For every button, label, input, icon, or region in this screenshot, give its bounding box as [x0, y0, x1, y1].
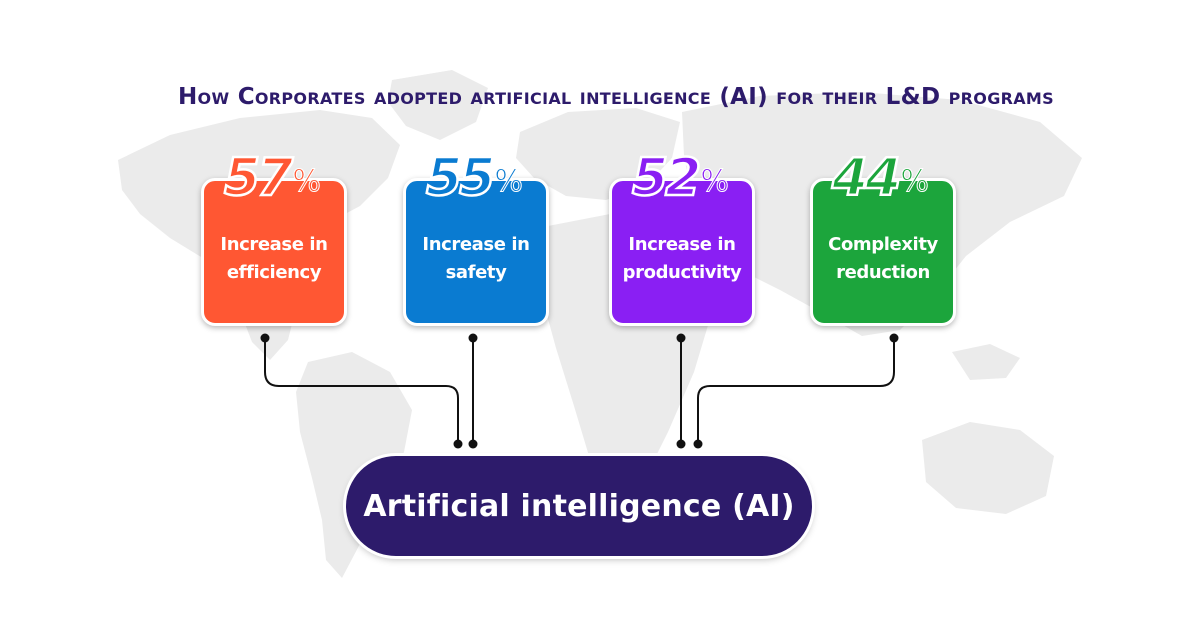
- connector-dot: [468, 333, 478, 343]
- card-label-efficiency: Increase in efficiency: [220, 234, 328, 283]
- map-south-america: [296, 352, 412, 578]
- connector-dot: [260, 333, 270, 343]
- card-label-productivity: Increase in productivity: [622, 234, 742, 283]
- connector-complexity: [697, 337, 895, 445]
- card-label-complexity: Complexity reduction: [828, 234, 938, 283]
- stat-number-productivity: 52: [631, 148, 703, 208]
- map-islands: [952, 344, 1020, 380]
- percent-sign: %: [700, 164, 729, 200]
- connector-dot: [693, 439, 703, 449]
- stat-card-efficiency: Increase in efficiency: [201, 178, 347, 326]
- stat-value-productivity: 52%: [631, 148, 812, 208]
- connector-dot: [676, 439, 686, 449]
- page-title: How Corporates adopted artificial intell…: [178, 84, 1054, 110]
- connector-dot: [676, 333, 686, 343]
- card-label-safety: Increase in safety: [422, 234, 530, 283]
- connector-dot: [889, 333, 899, 343]
- connector-dot: [453, 439, 463, 449]
- map-greenland: [388, 70, 488, 140]
- stat-number-efficiency: 57: [223, 148, 295, 208]
- ai-hub-pill: Artificial intelligence (AI): [346, 456, 812, 556]
- percent-sign: %: [900, 164, 929, 200]
- connector-efficiency: [264, 337, 459, 445]
- stat-value-safety: 55%: [425, 148, 606, 208]
- map-europe: [516, 108, 680, 200]
- stat-number-safety: 55: [425, 148, 497, 208]
- percent-sign: %: [494, 164, 523, 200]
- ai-hub-label: Artificial intelligence (AI): [363, 488, 795, 524]
- connector-dot: [468, 439, 478, 449]
- stat-value-efficiency: 57%: [223, 148, 404, 208]
- stat-card-complexity: Complexity reduction: [810, 178, 956, 326]
- stat-value-complexity: 44%: [831, 148, 1012, 208]
- stat-number-complexity: 44: [831, 148, 903, 208]
- percent-sign: %: [292, 164, 321, 200]
- stat-card-productivity: Increase in productivity: [609, 178, 755, 326]
- map-australia: [922, 422, 1054, 514]
- stat-card-safety: Increase in safety: [403, 178, 549, 326]
